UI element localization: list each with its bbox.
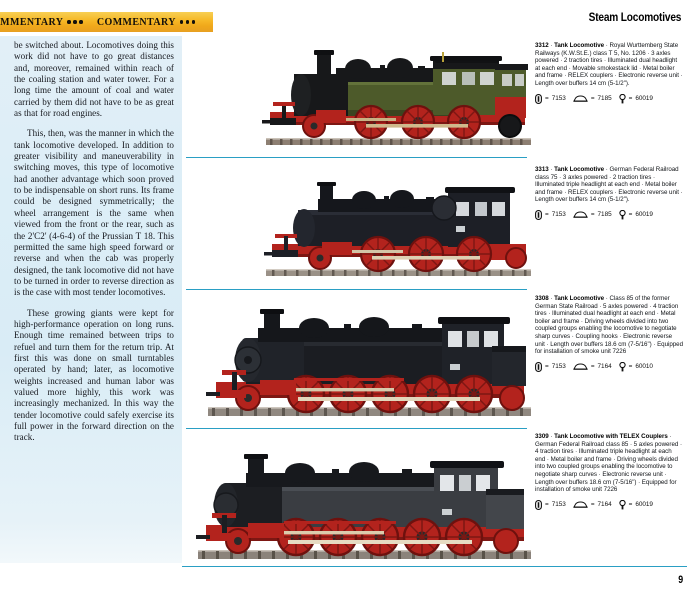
product-row[interactable]: 3309 · Tank Locomotive with TELEX Couple…: [182, 431, 691, 563]
lamp-icon: [618, 361, 626, 372]
code-value: 60010: [635, 362, 653, 370]
product-spec-text: · Royal Wurttemberg State Railways (K.W.…: [535, 42, 683, 87]
commentary-label-1: OMMENTARY: [0, 17, 83, 28]
code-value: 7153: [551, 500, 566, 508]
dots-separator-2: [179, 20, 196, 24]
code-value: 7153: [551, 362, 566, 370]
page-number: 9: [678, 574, 683, 586]
product-spec-text: · German Federal Railroad class 75 · 3 a…: [535, 166, 683, 204]
product-name: Tank Locomotive: [554, 295, 605, 302]
product-description: 3309 · Tank Locomotive with TELEX Couple…: [535, 433, 683, 510]
code-lamp: =60010: [618, 361, 653, 372]
product-code-row: =7153 =7164 =60019: [535, 499, 683, 510]
divider-rule: [186, 157, 527, 159]
ac-digital-icon: [535, 361, 542, 372]
product-photo: [186, 166, 531, 280]
code-ac: =7153: [535, 93, 566, 104]
product-row[interactable]: 3313 · Tank Locomotive · German Federal …: [182, 164, 691, 294]
product-code-row: =7153 =7185 =60019: [535, 93, 683, 104]
divider-rule: [186, 289, 527, 291]
dc-loco-icon: [572, 95, 588, 102]
code-dc: =7164: [572, 500, 612, 509]
product-art-no: 3312: [535, 42, 549, 49]
product-photo: [186, 439, 531, 561]
dots-separator-1: [67, 20, 83, 24]
black-red-tank-locomotive: [186, 166, 531, 280]
product-description: 3312 · Tank Locomotive · Royal Wurttembe…: [535, 42, 683, 104]
class-85-telex-locomotive: [186, 439, 531, 561]
dc-loco-icon: [572, 211, 588, 218]
product-name: Tank Locomotive: [554, 42, 605, 49]
dc-loco-icon: [572, 363, 588, 370]
commentary-paragraph: This, then, was the manner in which the …: [14, 128, 174, 298]
product-spec-text: · German Federal Railroad class 85 · 5 a…: [535, 433, 683, 494]
divider-rule: [186, 428, 527, 430]
product-description: 3313 · Tank Locomotive · German Federal …: [535, 166, 683, 220]
product-art-no: 3313: [535, 166, 549, 173]
footer-divider: [182, 566, 687, 568]
ac-digital-icon: [535, 499, 542, 510]
code-ac: =7153: [535, 361, 566, 372]
code-value: 7185: [597, 94, 612, 102]
green-black-tank-locomotive: [186, 38, 531, 150]
class-85-black-red-locomotive: [186, 298, 531, 420]
code-value: 60019: [635, 211, 653, 219]
code-dc: =7164: [572, 362, 612, 371]
product-photo: [186, 298, 531, 420]
code-dc: =7185: [572, 211, 612, 219]
ac-digital-icon: [535, 93, 542, 104]
product-art-no: 3308: [535, 295, 549, 302]
product-row[interactable]: 3312 · Tank Locomotive · Royal Wurttembe…: [182, 36, 691, 164]
commentary-paragraph: These growing giants were kept for high-…: [14, 307, 174, 443]
product-code-row: =7153 =7164 =60010: [535, 361, 683, 372]
product-photo: [186, 38, 531, 150]
product-row[interactable]: 3308 · Tank Locomotive · Class 85 of the…: [182, 294, 691, 431]
commentary-column: be switched about. Locomotives doing thi…: [0, 36, 182, 563]
product-spec-text: · Class 85 of the former German State Ra…: [535, 295, 683, 356]
commentary-label-2: COMMENTARY: [97, 17, 196, 28]
code-ac: =7153: [535, 499, 566, 510]
code-lamp: =60019: [618, 93, 653, 104]
code-value: 60019: [635, 94, 653, 102]
page-title: Steam Locomotives: [588, 12, 681, 24]
code-value: 7164: [597, 362, 612, 370]
code-value: 7153: [551, 94, 566, 102]
code-value: 60019: [635, 500, 653, 508]
code-value: 7153: [551, 211, 566, 219]
code-value: 7185: [597, 211, 612, 219]
product-name: Tank Locomotive with TELEX Couplers: [554, 433, 668, 440]
lamp-icon: [618, 93, 626, 103]
ac-digital-icon: [535, 210, 542, 220]
code-dc: =7185: [572, 94, 612, 103]
code-lamp: =60019: [618, 209, 653, 220]
dc-loco-icon: [572, 501, 588, 508]
code-value: 7164: [597, 500, 612, 508]
commentary-paragraph: be switched about. Locomotives doing thi…: [14, 40, 174, 119]
commentary-text-2: COMMENTARY: [96, 16, 176, 28]
commentary-text-1: OMMENTARY: [0, 16, 64, 28]
lamp-icon: [618, 499, 626, 510]
product-list: 3312 · Tank Locomotive · Royal Wurttembe…: [182, 36, 691, 563]
product-art-no: 3309: [535, 433, 549, 440]
lamp-icon: [618, 209, 626, 220]
product-description: 3308 · Tank Locomotive · Class 85 of the…: [535, 295, 683, 372]
product-name: Tank Locomotive: [554, 166, 605, 173]
code-ac: =7153: [535, 210, 566, 220]
code-lamp: =60019: [618, 499, 653, 510]
product-code-row: =7153 =7185 =60019: [535, 209, 683, 220]
commentary-banner: OMMENTARY COMMENTARY: [0, 12, 213, 32]
